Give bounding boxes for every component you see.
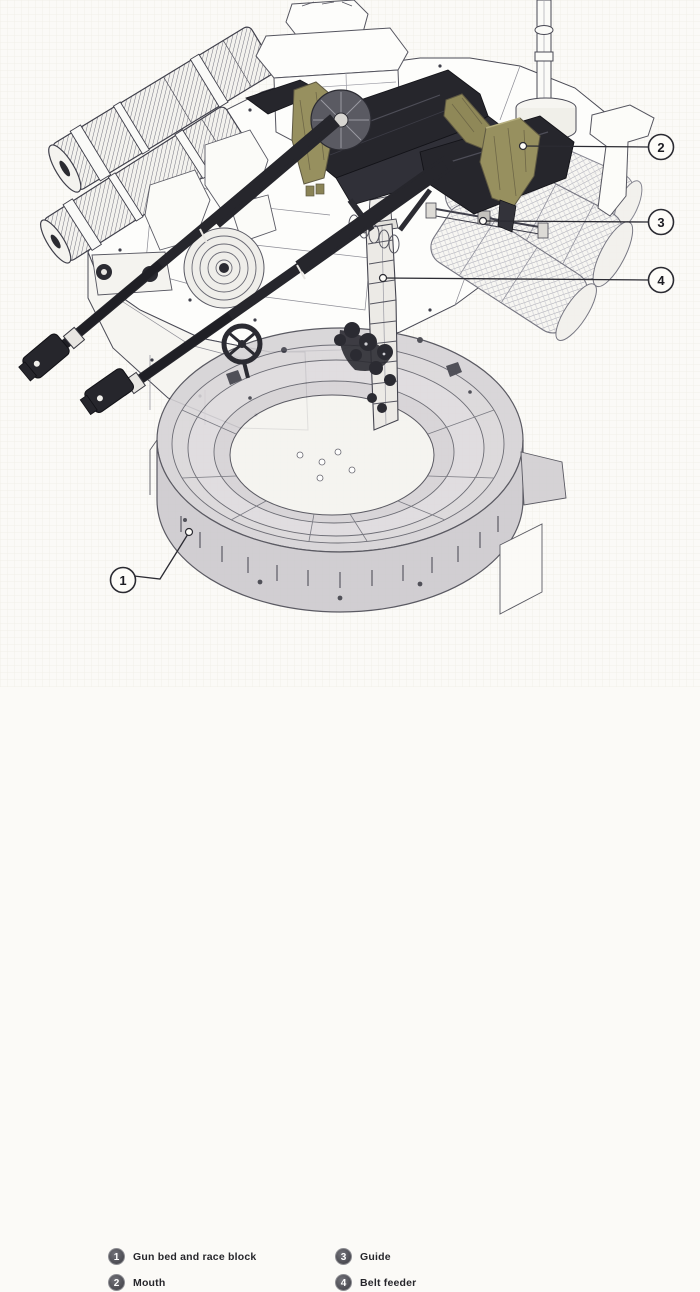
legend-badge-3: 3 (335, 1248, 352, 1265)
gun-barrel-right (79, 153, 457, 416)
skirt-tick-marks (180, 516, 499, 588)
gun-bed-race-block (149, 327, 567, 615)
muzzle-brake-right (79, 368, 135, 416)
finned-jacket-lower-left (40, 106, 249, 264)
callout-2-number: 2 (657, 140, 664, 155)
legend: 1 Gun bed and race block 2 Mouth 3 Guide… (0, 620, 700, 1291)
gun-mount-diagram: 1 2 3 4 (0, 0, 700, 687)
callout-3-marker (478, 216, 488, 226)
jacket-end-bore (50, 234, 61, 249)
legend-badge-2: 2 (108, 1274, 125, 1291)
traverse-handwheel (221, 323, 263, 379)
callout-2-circle (647, 133, 675, 161)
callout-4-number: 4 (657, 273, 665, 288)
mast-bracket (589, 104, 655, 217)
skirt-notch (499, 523, 543, 615)
legend-item-gun-bed: 1 Gun bed and race block (108, 1248, 256, 1265)
callout-3-circle (647, 208, 675, 236)
callout-1-number: 1 (119, 573, 126, 588)
callout-2-marker (518, 141, 528, 151)
race-right-lug (520, 451, 567, 506)
legend-item-guide: 3 Guide (335, 1248, 391, 1265)
callout-4-marker (378, 273, 388, 283)
opening-floor-bolts (296, 448, 356, 482)
diagram-stage: 1 2 3 4 (0, 0, 700, 687)
legend-label-2: Mouth (133, 1276, 166, 1289)
legend-label-4: Belt feeder (360, 1276, 417, 1289)
callout-1-marker (184, 527, 194, 537)
callout-4: 4 (378, 266, 675, 294)
legend-item-belt-feeder: 4 Belt feeder (335, 1274, 416, 1291)
recoil-cylinder-lower (430, 203, 597, 341)
belt-link-cluster (334, 322, 396, 413)
muzzle-brake-left (18, 333, 70, 382)
callout-1-circle (109, 566, 137, 594)
legend-label-3: Guide (360, 1250, 391, 1263)
gun-barrel-left (18, 114, 340, 382)
legend-badge-1: 1 (108, 1248, 125, 1265)
legend-badge-4: 4 (335, 1274, 352, 1291)
callout-3: 3 (478, 208, 675, 236)
equilibrator-spring-disc (183, 227, 265, 309)
drum-fittings (183, 337, 472, 601)
legend-label-1: Gun bed and race block (133, 1250, 257, 1263)
drum-opening (229, 394, 435, 516)
legend-item-mouth: 2 Mouth (108, 1274, 166, 1291)
jacket-end-bore (59, 160, 71, 177)
ammo-feed-mouth (479, 117, 541, 233)
callout-4-circle (647, 266, 675, 294)
race-ring-spokes (181, 409, 495, 542)
callout-1: 1 (109, 527, 194, 594)
callout-3-number: 3 (657, 215, 664, 230)
belt-feeder (334, 195, 399, 431)
callout-2: 2 (518, 133, 675, 161)
